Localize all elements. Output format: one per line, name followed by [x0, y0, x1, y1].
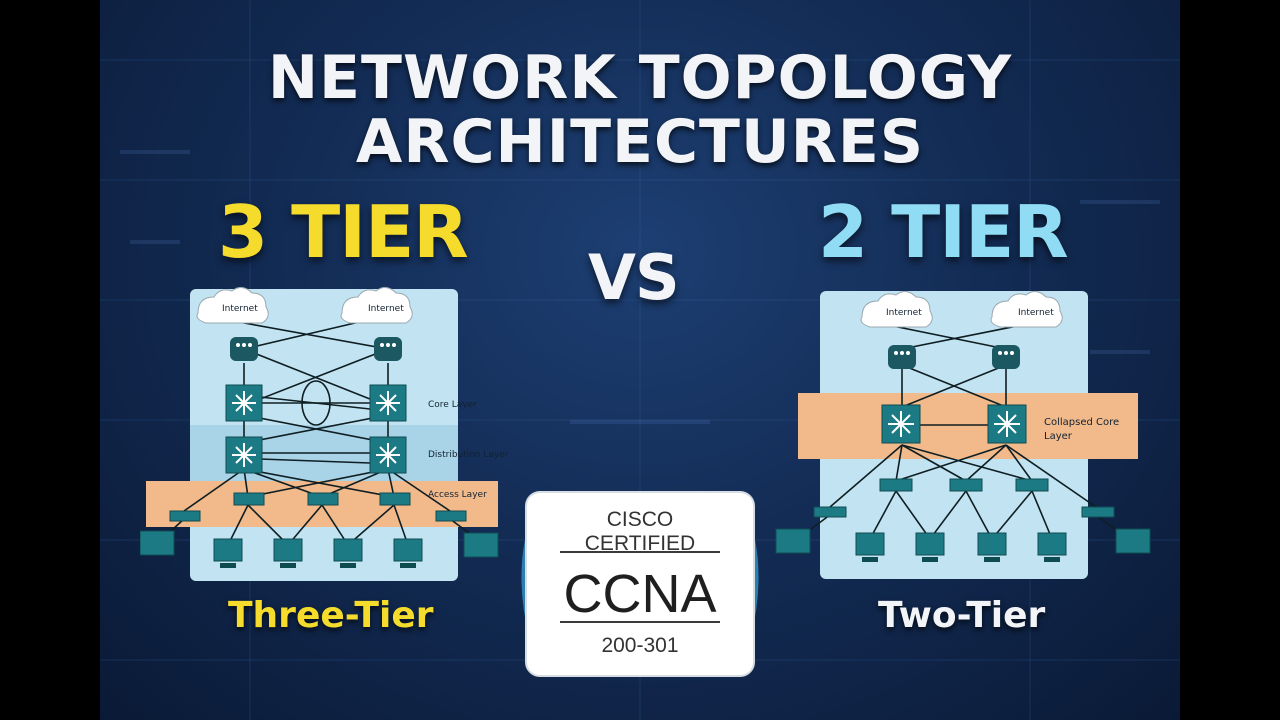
artwork: NETWORK TOPOLOGY ARCHITECTURES 3 TIER VS…: [100, 0, 1180, 720]
access-switch: [307, 492, 339, 506]
cloud-label-left: Internet: [886, 308, 922, 318]
access-switch: [1081, 506, 1115, 518]
access-switch: [233, 492, 265, 506]
two-tier-heading: 2 TIER: [818, 190, 1069, 274]
collapsed-core-switch-left: [881, 404, 921, 444]
two-tier-links: [799, 324, 1127, 540]
badge-line-exam-code: 200-301: [601, 634, 678, 657]
letterbox-left: [0, 0, 100, 720]
internet-cloud-left: [860, 291, 933, 328]
core-link-bundle: [301, 380, 331, 426]
badge-line-certified: CERTIFIED: [585, 532, 695, 555]
ccna-badge: CISCO CERTIFIED CCNA 200-301: [521, 491, 759, 677]
workstation-icon: [1037, 532, 1067, 556]
distribution-layer-label: Distribution Layer: [428, 450, 509, 460]
internet-cloud-right: [340, 287, 413, 324]
workstation-icon: [915, 532, 945, 556]
core-switch-left: [225, 384, 263, 422]
access-layer-label: Access Layer: [428, 490, 487, 500]
collapsed-core-switch-right: [987, 404, 1027, 444]
access-switch: [379, 492, 411, 506]
laptop-icon: [140, 530, 175, 556]
access-switch: [1015, 478, 1049, 492]
vs-label: VS: [588, 241, 680, 314]
edge-router-left: [888, 345, 916, 369]
badge-line-cisco: CISCO: [607, 508, 674, 531]
access-switch: [949, 478, 983, 492]
cloud-label-right: Internet: [1018, 308, 1054, 318]
distribution-switch-right: [369, 436, 407, 474]
edge-router-right: [374, 337, 402, 361]
access-switch: [169, 510, 201, 522]
workstation-icon: [977, 532, 1007, 556]
access-switch: [435, 510, 467, 522]
title-line-2: ARCHITECTURES: [355, 107, 925, 177]
workstation-icon: [855, 532, 885, 556]
access-switch: [813, 506, 847, 518]
workstation-icon: [333, 538, 363, 562]
laptop-icon: [1115, 528, 1151, 554]
laptop-icon: [463, 532, 499, 558]
title-line-1: NETWORK TOPOLOGY: [267, 43, 1013, 113]
workstation-icon: [393, 538, 423, 562]
badge-body: [525, 491, 755, 677]
collapsed-core-band: [798, 393, 1138, 459]
two-tier-diagram: Internet Internet Collapsed Core Layer: [775, 291, 1151, 579]
collapsed-core-label-line-1: Collapsed Core: [1044, 417, 1119, 428]
access-switch: [879, 478, 913, 492]
cloud-label-left: Internet: [222, 304, 258, 314]
edge-router-left: [230, 337, 258, 361]
workstation-icon: [213, 538, 243, 562]
internet-cloud-left: [196, 287, 269, 324]
internet-cloud-right: [990, 291, 1063, 328]
distribution-switch-left: [225, 436, 263, 474]
two-tier-caption: Two-Tier: [878, 595, 1046, 636]
three-tier-diagram: Internet Internet: [140, 287, 509, 581]
cloud-label-right: Internet: [368, 304, 404, 314]
three-tier-heading: 3 TIER: [218, 190, 469, 274]
badge-line-ccna: CCNA: [563, 564, 716, 624]
laptop-icon: [775, 528, 811, 554]
three-tier-links: [159, 318, 481, 546]
core-switch-right: [369, 384, 407, 422]
edge-router-right: [992, 345, 1020, 369]
collapsed-core-label-line-2: Layer: [1044, 431, 1073, 442]
three-tier-caption: Three-Tier: [228, 595, 434, 636]
letterbox-right: [1180, 0, 1280, 720]
core-layer-label: Core Layer: [428, 400, 477, 410]
workstation-icon: [273, 538, 303, 562]
